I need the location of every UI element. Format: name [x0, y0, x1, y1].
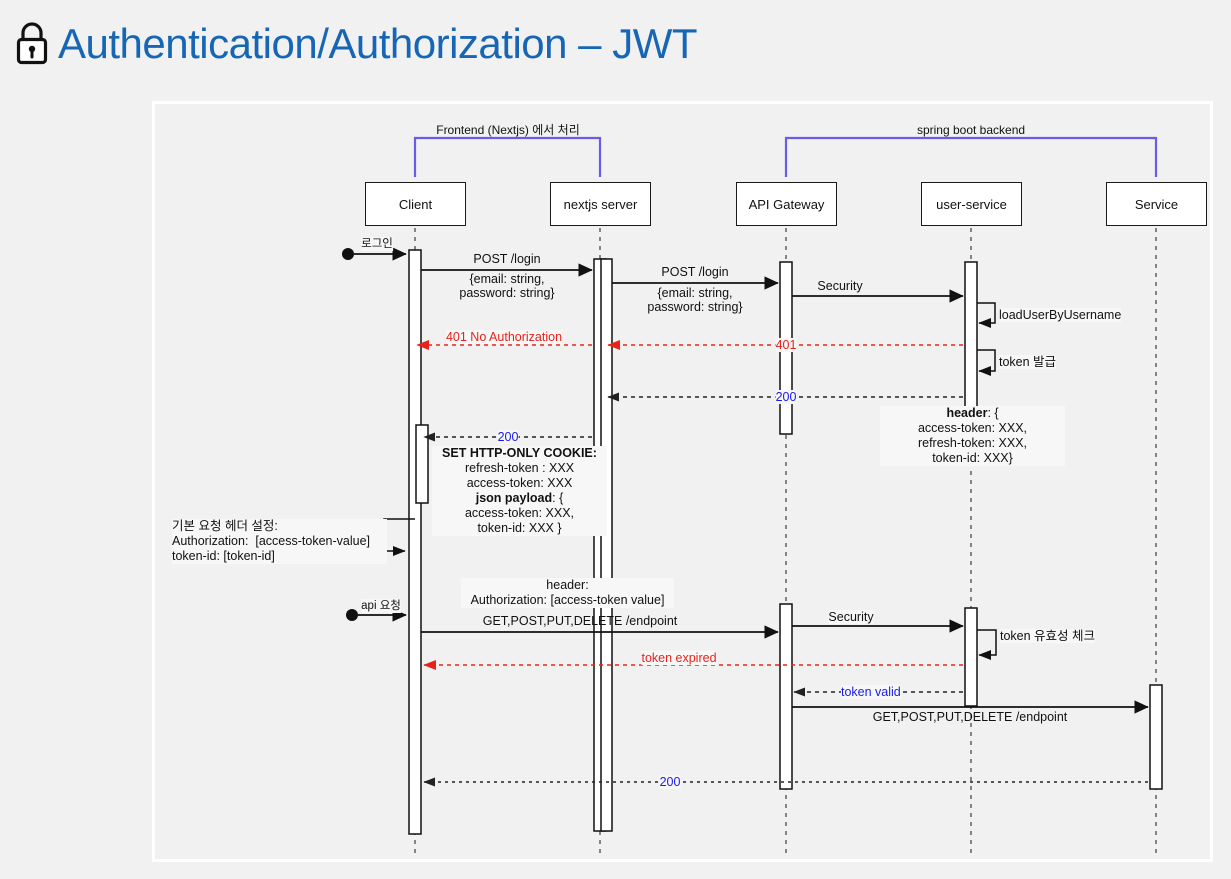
message-token-validity-check — [977, 629, 997, 660]
participant-api-gateway[interactable]: API Gateway — [736, 182, 837, 226]
group-bracket-frontend — [413, 136, 602, 177]
message-label-401: 401 — [775, 338, 797, 352]
participant-client[interactable]: Client — [365, 182, 466, 226]
message-label-post-login-1: POST /login — [473, 252, 541, 266]
note-set-http-only-cookie: SET HTTP-ONLY COOKIE: refresh-token : XX… — [432, 446, 607, 536]
participant-nextjs-server[interactable]: nextjs server — [550, 182, 651, 226]
message-label-post-login-2: POST /login — [661, 265, 729, 279]
page-header: Authentication/Authorization – JWT — [12, 8, 698, 80]
message-label-200-final: 200 — [659, 775, 681, 789]
message-label-200-user-service: 200 — [775, 390, 797, 404]
message-label-api-request: api 요청 — [361, 599, 401, 613]
message-label-200-nextjs: 200 — [497, 430, 519, 444]
message-label-token-valid: token valid — [841, 685, 901, 699]
message-label-token-validity-check: token 유효성 체크 — [1000, 629, 1096, 643]
group-label-backend: spring boot backend — [916, 123, 1026, 137]
message-label-credentials-1: {email: string, password: string} — [459, 272, 555, 300]
message-label-load-user-by-username: loadUserByUsername — [999, 308, 1122, 322]
group-bracket-backend — [784, 136, 1158, 177]
diagram-frame — [152, 101, 1213, 862]
lock-icon — [12, 20, 52, 68]
participant-user-service[interactable]: user-service — [921, 182, 1022, 226]
message-token-issue — [977, 349, 996, 376]
message-label-credentials-2: {email: string, password: string} — [647, 286, 743, 314]
participant-service[interactable]: Service — [1106, 182, 1207, 226]
message-label-login: 로그인 — [361, 237, 393, 251]
note-default-request-header: 기본 요청 헤더 설정: Authorization: [access-toke… — [172, 519, 387, 564]
note-header-tokens: header: { access-token: XXX, refresh-tok… — [880, 406, 1065, 466]
message-label-token-expired: token expired — [641, 651, 717, 665]
note-authorization-header: header: Authorization: [access-token val… — [461, 578, 674, 608]
message-label-token-issue: token 발급 — [999, 355, 1057, 369]
message-label-endpoint-client-gateway: GET,POST,PUT,DELETE /endpoint — [482, 614, 678, 628]
message-label-endpoint-gateway-service: GET,POST,PUT,DELETE /endpoint — [872, 710, 1068, 724]
group-label-frontend: Frontend (Nextjs) 에서 처리 — [436, 123, 580, 137]
message-label-security-2: Security — [828, 610, 874, 624]
message-label-401-no-authorization: 401 No Authorization — [445, 330, 563, 344]
message-login-actor — [342, 247, 407, 261]
page-title: Authentication/Authorization – JWT — [58, 20, 698, 67]
message-load-user-by-username — [977, 302, 996, 328]
message-api-request-actor — [346, 608, 407, 622]
message-label-security-1: Security — [817, 279, 863, 293]
